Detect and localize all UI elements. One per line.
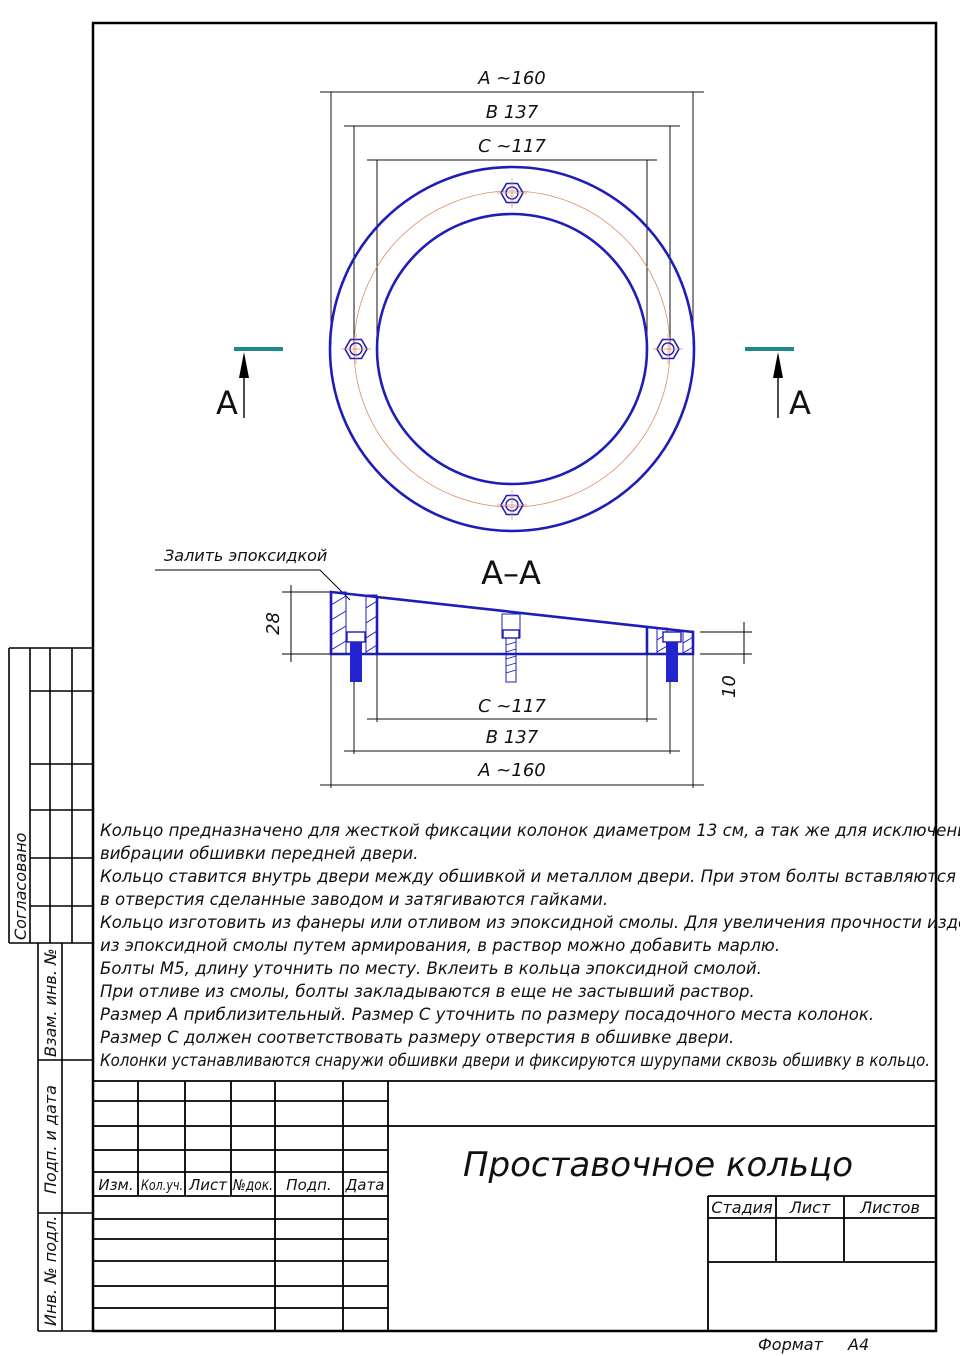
- ring-outer: [328, 165, 696, 533]
- note-line: При отливе из смолы, болты закладываются…: [100, 982, 755, 1001]
- note-line: вибрации обшивки передней двери.: [100, 844, 419, 863]
- note-line: Болты М5, длину уточнить по месту. Вклеи…: [100, 959, 762, 978]
- dim-b-bottom: В 137: [486, 727, 539, 748]
- nut-top: [497, 178, 527, 208]
- sheets-header: Листов: [859, 1198, 920, 1217]
- bolt-right: [662, 631, 682, 682]
- stamp-agreed: Согласовано: [11, 832, 30, 940]
- col-header: Изм.: [98, 1176, 133, 1194]
- note-line: Кольцо ставится внутрь двери между обшив…: [100, 867, 956, 886]
- note-line: Размер С должен соответствовать размеру …: [100, 1028, 734, 1047]
- section-marker-left: А: [216, 384, 238, 422]
- note-line: Кольцо предназначено для жесткой фиксаци…: [100, 821, 960, 840]
- format-value: А4: [847, 1335, 869, 1354]
- top-view: А ~160 В 137 С ~117: [216, 68, 811, 533]
- format-label: Формат: [758, 1335, 824, 1354]
- ring-inner: [375, 212, 649, 486]
- bolt-circle: [353, 190, 671, 508]
- bolt-left: [346, 631, 366, 682]
- stamp-sign-date: Подп. и дата: [41, 1085, 60, 1194]
- col-header: Лист: [188, 1176, 228, 1194]
- note-line: Колонки устанавливаются снаружи обшивки …: [100, 1051, 930, 1070]
- dim-a-top: А ~160: [477, 68, 545, 89]
- fill-note-leader: [319, 569, 351, 601]
- dimension-lines-bottom: [320, 654, 704, 788]
- ring-profile: [329, 590, 695, 656]
- dimension-lines-top: [320, 91, 704, 345]
- stage-header: Стадия: [711, 1198, 773, 1217]
- note-line: из эпоксидной смолы путем армирования, в…: [100, 936, 780, 955]
- col-header: Дата: [345, 1176, 385, 1194]
- note-line: в отверстия сделанные заводом и затягива…: [100, 890, 608, 909]
- notes-block: Кольцо предназначено для жесткой фиксаци…: [100, 821, 960, 1070]
- nut-bottom: [497, 490, 527, 520]
- dim-a-bottom: А ~160: [477, 760, 545, 781]
- dim-b-top: В 137: [486, 102, 539, 123]
- section-arrow-right: [773, 352, 783, 418]
- col-header: Подп.: [286, 1176, 331, 1194]
- section-view: А–А Залить эпоксидкой 28: [155, 546, 752, 788]
- sheet-header: Лист: [789, 1198, 831, 1217]
- stamp-replace-inv: Взам. инв. №: [41, 948, 60, 1057]
- col-header: №док.: [232, 1176, 273, 1194]
- nut-left: [341, 334, 371, 364]
- fill-note: Залить эпоксидкой: [164, 546, 327, 565]
- side-stamp-grid: [8, 647, 93, 1332]
- section-arrow-left: [239, 352, 249, 418]
- col-header: Кол.уч.: [141, 1178, 183, 1194]
- dim-c-bottom: С ~117: [478, 696, 546, 717]
- note-line: Размер А приблизительный. Размер С уточн…: [100, 1005, 874, 1024]
- bolt-dim: 10: [719, 675, 740, 698]
- dim-c-top: С ~117: [478, 136, 546, 157]
- height-dim: 28: [263, 612, 284, 635]
- nut-right: [653, 334, 683, 364]
- section-marker-right: А: [789, 384, 811, 422]
- stamp-inv-orig: Инв. № подл.: [41, 1216, 60, 1326]
- title-block-grid: [93, 1080, 936, 1331]
- sheet-frame: [91, 21, 938, 1333]
- note-line: Кольцо изготовить из фанеры или отливом …: [100, 913, 960, 932]
- section-title: А–А: [481, 554, 541, 592]
- drawing-title: Проставочное кольцо: [463, 1145, 853, 1185]
- bolt-center: [501, 613, 521, 683]
- epoxy-fill-left: [330, 591, 378, 655]
